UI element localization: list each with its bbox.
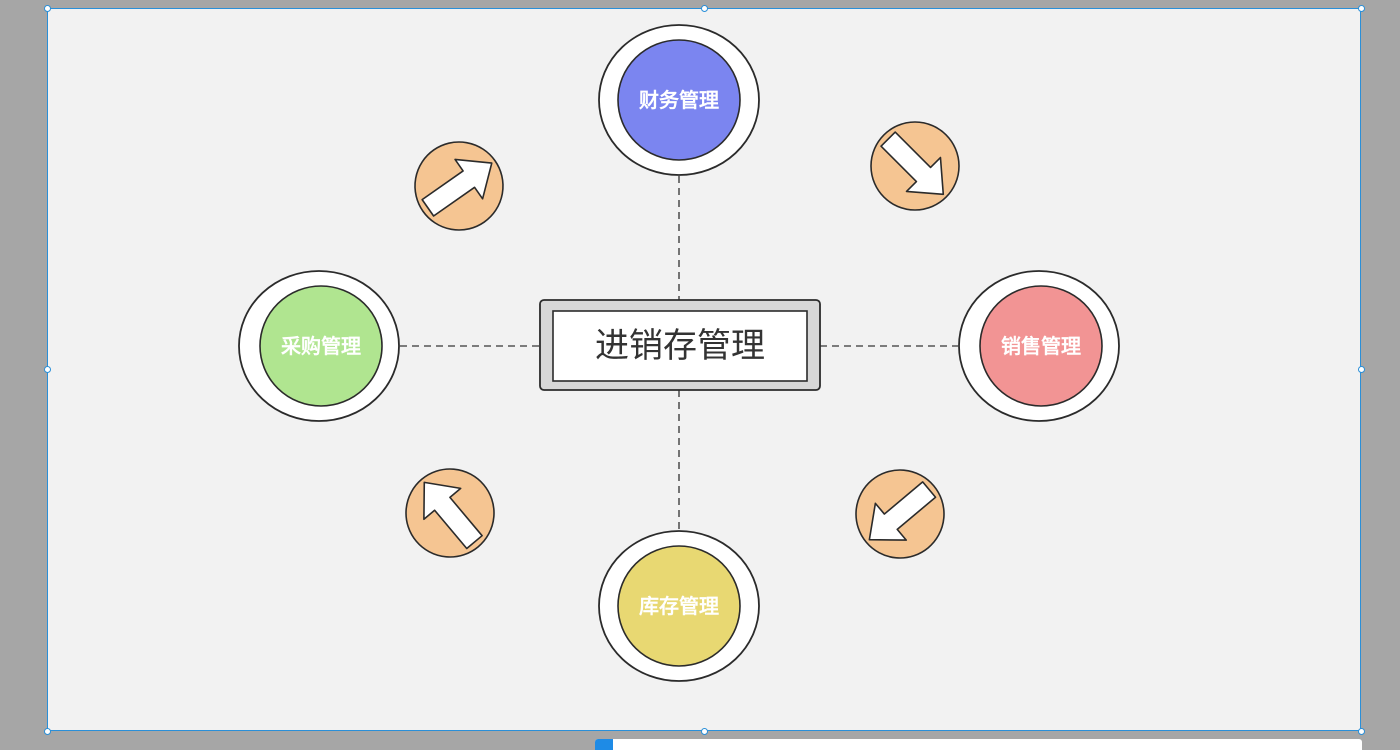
- center-box[interactable]: 进销存管理: [539, 299, 821, 391]
- node-inventory[interactable]: 库存管理: [598, 530, 760, 682]
- selection-handle-top-left[interactable]: [44, 5, 51, 12]
- node-purchase[interactable]: 采购管理: [238, 270, 400, 422]
- arrow-down-left-icon: [855, 469, 945, 559]
- node-purchase-label: 采购管理: [281, 334, 361, 358]
- arrow-up-left-icon: [405, 468, 495, 558]
- selection-handle-top[interactable]: [701, 5, 708, 12]
- node-finance[interactable]: 财务管理: [598, 24, 760, 176]
- connectors: [400, 176, 958, 530]
- bottom-toolbar: [595, 739, 1362, 750]
- selection-handle-bottom-right[interactable]: [1358, 728, 1365, 735]
- center-label: 进销存管理: [595, 326, 765, 366]
- selection-handle-right[interactable]: [1358, 366, 1365, 373]
- selection-handle-bottom[interactable]: [701, 728, 708, 735]
- bottom-tab-indicator[interactable]: [595, 739, 613, 750]
- selection-handle-bottom-left[interactable]: [44, 728, 51, 735]
- selection-handle-left[interactable]: [44, 366, 51, 373]
- node-sales[interactable]: 销售管理: [958, 270, 1120, 422]
- arrow-down-right-icon: [870, 121, 960, 211]
- node-inventory-label: 库存管理: [639, 594, 719, 618]
- selection-handle-top-right[interactable]: [1358, 5, 1365, 12]
- node-finance-label: 财务管理: [639, 88, 719, 112]
- node-sales-label: 销售管理: [1001, 334, 1081, 358]
- arrow-up-right-icon: [414, 141, 504, 231]
